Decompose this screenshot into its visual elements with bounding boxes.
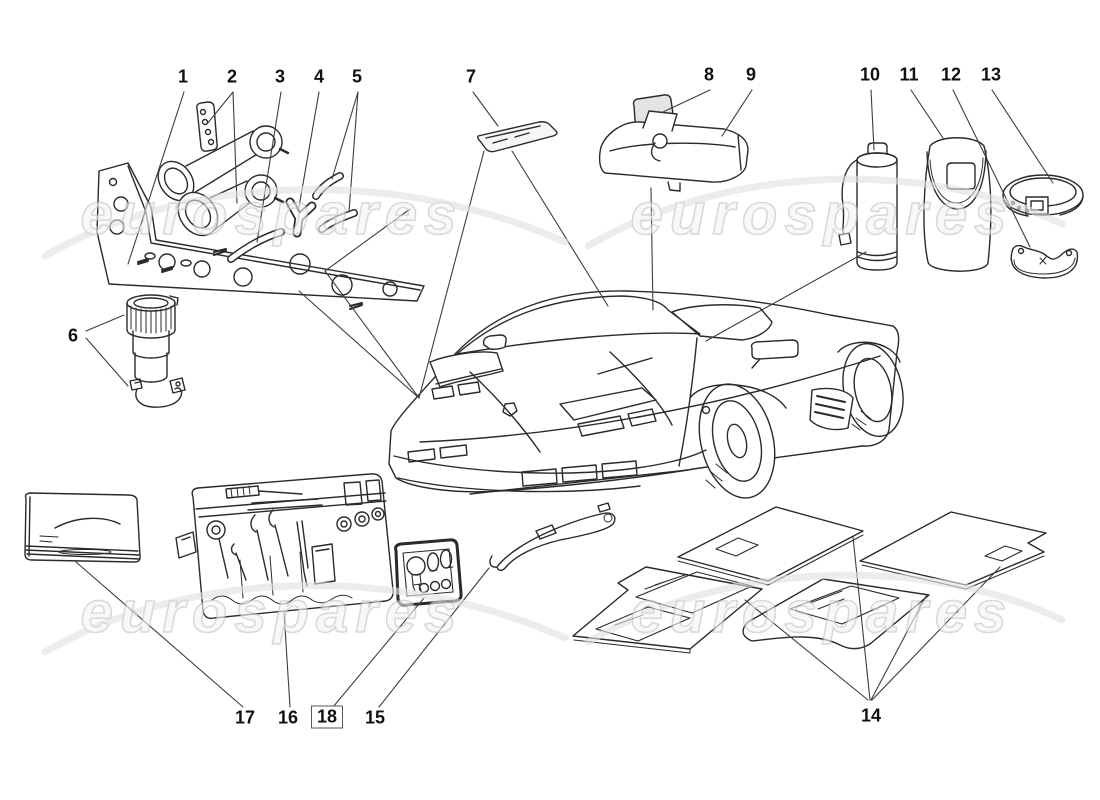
- horn-compressor: [126, 294, 186, 408]
- watermark-layer: eurospares eurospares eurospares eurospa…: [41, 175, 1066, 656]
- callout-10: 10: [859, 64, 881, 85]
- horn-bracket-assembly: [96, 101, 425, 310]
- callout-6: 6: [67, 325, 79, 346]
- air-tubes: [227, 172, 358, 263]
- watermark-text: eurospares: [81, 182, 464, 247]
- tool-roll: [175, 473, 394, 620]
- watermark-swoosh: [584, 571, 1066, 646]
- callout-12: 12: [940, 64, 962, 85]
- bulb-kit: [394, 538, 463, 607]
- belt-strap: [489, 502, 616, 572]
- car-illustration: [388, 290, 904, 499]
- watermark-text: eurospares: [81, 580, 464, 645]
- callout-18: 18: [310, 705, 344, 729]
- watermark-swoosh: [41, 186, 569, 260]
- strap-ring: [1002, 174, 1084, 217]
- insulation-pad: [477, 121, 558, 153]
- callout-2: 2: [226, 66, 238, 87]
- callout-17: 17: [234, 707, 256, 728]
- watermark-text: eurospares: [631, 182, 1014, 247]
- watermark-swoosh: [41, 582, 569, 656]
- mirror-assembly: [598, 94, 749, 192]
- callout-11: 11: [899, 64, 919, 85]
- extinguisher: [838, 142, 898, 271]
- leader-lines: [75, 89, 1054, 708]
- callout-5: 5: [351, 66, 363, 87]
- callout-8: 8: [703, 64, 715, 85]
- callout-14: 14: [860, 705, 882, 726]
- watermark-text: eurospares: [631, 580, 1014, 645]
- watermark-swoosh: [584, 175, 1066, 250]
- callout-7: 7: [465, 66, 477, 87]
- callout-15: 15: [364, 707, 386, 728]
- callout-9: 9: [745, 64, 757, 85]
- callout-16: 16: [277, 707, 299, 728]
- callout-3: 3: [274, 66, 286, 87]
- callout-1: 1: [177, 66, 189, 87]
- owners-manual: [24, 492, 141, 563]
- callout-13: 13: [980, 64, 1002, 85]
- cradle-bracket: [1010, 244, 1079, 279]
- callout-4: 4: [313, 66, 325, 87]
